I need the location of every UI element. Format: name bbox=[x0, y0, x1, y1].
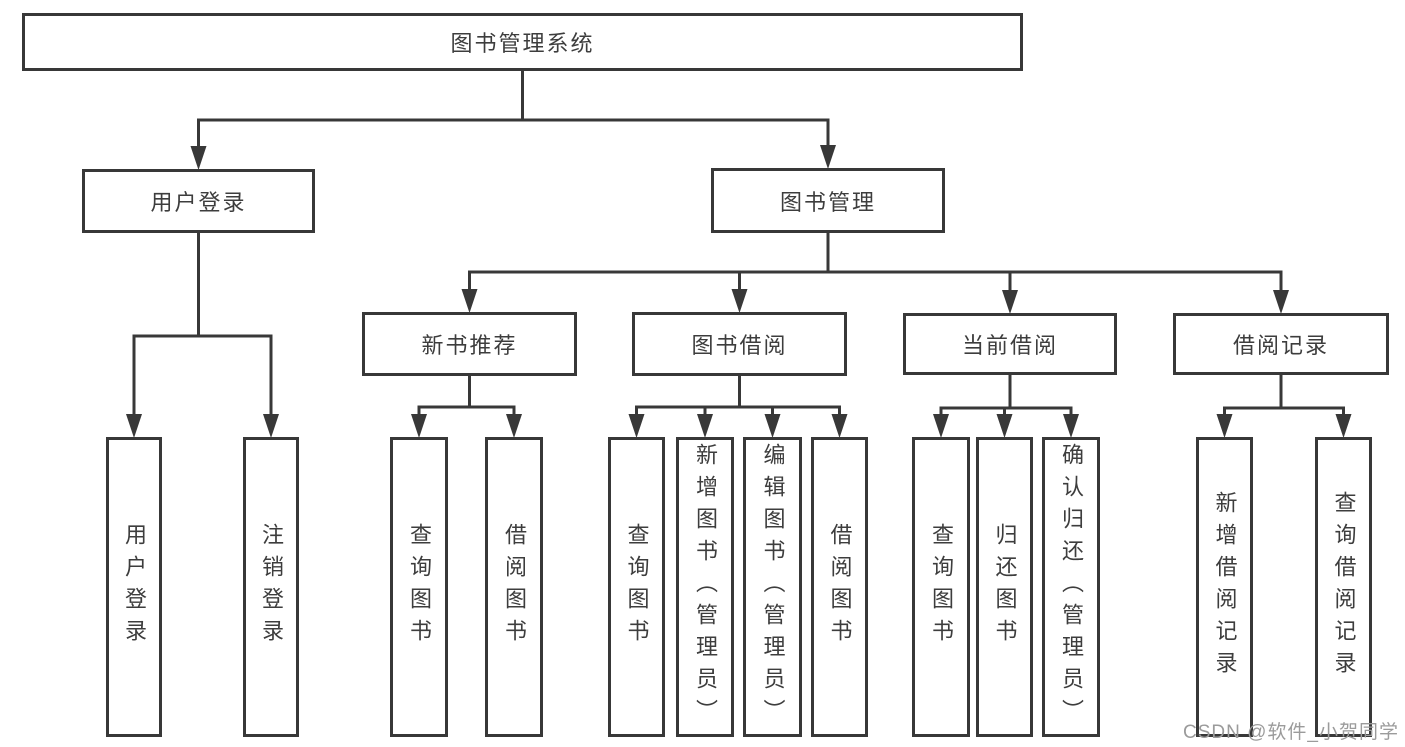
arrowhead-icon-bb-add bbox=[697, 414, 713, 438]
node-book-mgmt: 图书管理 bbox=[711, 168, 945, 233]
node-bb-borrow: 借阅图书 bbox=[811, 437, 868, 737]
node-cb-return: 归还图书 bbox=[976, 437, 1033, 737]
node-logout-v: 注销登录 bbox=[243, 437, 299, 737]
arrowhead-icon-br-query bbox=[1335, 414, 1352, 438]
node-bb-query: 查询图书 bbox=[608, 437, 665, 737]
arrowhead-icon-logout-v bbox=[263, 414, 279, 438]
node-system: 图书管理系统 bbox=[22, 13, 1023, 71]
arrowhead-icon-nb-borrow bbox=[506, 414, 522, 438]
node-br-add: 新增借阅记录 bbox=[1196, 437, 1253, 737]
arrowhead-icon-bb-edit bbox=[764, 414, 781, 438]
arrowhead-icon-login-v bbox=[126, 414, 142, 438]
arrowhead-icon-cb-confirm bbox=[1063, 414, 1079, 438]
node-login-v: 用户登录 bbox=[106, 437, 162, 737]
arrowhead-icon-new-book-rec bbox=[461, 289, 478, 313]
node-cur-borrow: 当前借阅 bbox=[903, 313, 1117, 375]
arrowhead-icon-cb-query bbox=[933, 414, 949, 438]
node-cb-query: 查询图书 bbox=[912, 437, 970, 737]
arrowhead-icon-borrow-record bbox=[1273, 290, 1289, 314]
node-nb-query: 查询图书 bbox=[390, 437, 448, 737]
node-bb-add: 新增图书（管理员） bbox=[676, 437, 734, 737]
node-bb-edit: 编辑图书（管理员） bbox=[743, 437, 802, 737]
node-user-login: 用户登录 bbox=[82, 169, 315, 233]
arrowhead-icon-cur-borrow bbox=[1002, 290, 1018, 314]
node-cb-confirm: 确认归还（管理员） bbox=[1042, 437, 1100, 737]
node-new-book-rec: 新书推荐 bbox=[362, 312, 577, 376]
node-br-query: 查询借阅记录 bbox=[1315, 437, 1372, 737]
watermark: CSDN @软件_小贺同学 bbox=[1183, 722, 1399, 743]
arrowhead-icon-bb-query bbox=[628, 414, 645, 438]
node-borrow-record: 借阅记录 bbox=[1173, 313, 1389, 375]
arrowhead-icon-book-mgmt bbox=[820, 145, 836, 169]
arrowhead-icon-nb-query bbox=[411, 414, 427, 438]
arrowhead-icon-book-borrow bbox=[731, 289, 748, 313]
arrowhead-icon-user-login bbox=[190, 146, 207, 170]
arrowhead-icon-br-add bbox=[1216, 414, 1233, 438]
arrowhead-icon-bb-borrow bbox=[831, 414, 848, 438]
node-nb-borrow: 借阅图书 bbox=[485, 437, 543, 737]
arrowhead-icon-cb-return bbox=[996, 414, 1013, 438]
node-book-borrow: 图书借阅 bbox=[632, 312, 847, 376]
